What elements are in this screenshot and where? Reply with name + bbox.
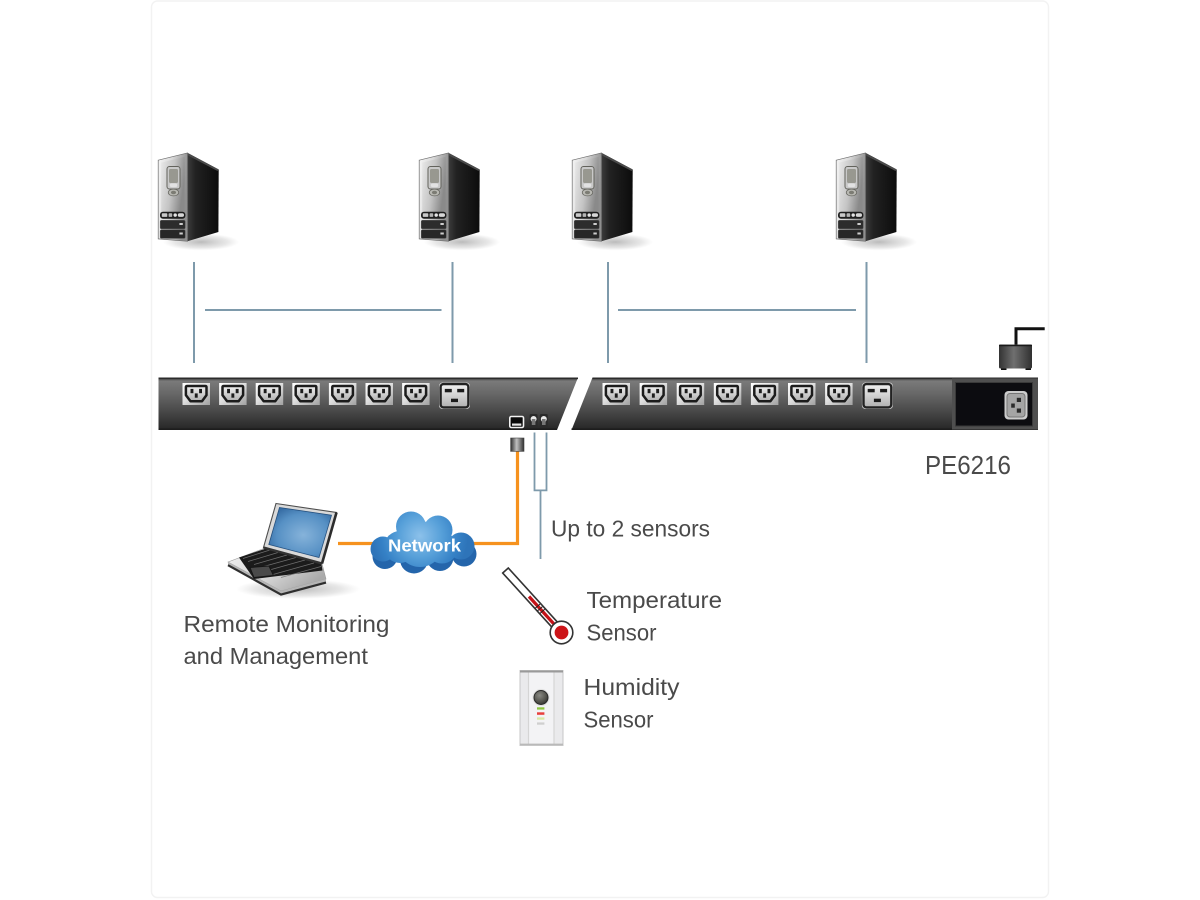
svg-text:Sensor: Sensor — [584, 707, 654, 733]
svg-text:Remote Monitoring: Remote Monitoring — [184, 611, 390, 637]
svg-text:Humidity: Humidity — [584, 674, 680, 700]
svg-text:Temperature: Temperature — [587, 587, 723, 613]
svg-text:Sensor: Sensor — [587, 620, 657, 646]
svg-text:PE6216: PE6216 — [925, 450, 1011, 480]
svg-text:Up to 2 sensors: Up to 2 sensors — [551, 516, 710, 542]
svg-text:and Management: and Management — [184, 643, 369, 669]
svg-text:Network: Network — [388, 536, 461, 556]
